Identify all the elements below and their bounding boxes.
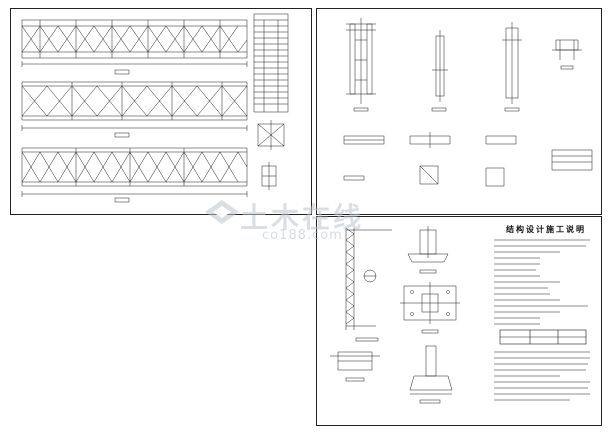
- sheet-design-notes: [316, 216, 602, 426]
- small-section-details: [343, 132, 593, 187]
- pedestal-detail: [409, 345, 453, 404]
- truss-elevation-3: [21, 147, 248, 203]
- anchor-bolt-detail: [552, 39, 582, 70]
- stiffener-detail: [431, 30, 448, 112]
- watermark-url: co188.com: [262, 228, 343, 243]
- truss-elevation-1: [21, 19, 248, 75]
- sheet-truss-elevations: [10, 8, 312, 215]
- wall-section-detail: [345, 227, 392, 342]
- truss-section-detail: [257, 120, 285, 190]
- design-notes-text-lines: [494, 239, 590, 401]
- member-schedule-table: [253, 13, 289, 113]
- base-plate-plan: [400, 282, 460, 334]
- column-base-detail: [346, 18, 376, 112]
- sheet-column-details: [316, 8, 602, 215]
- design-notes-title: 结构设计施工说明: [506, 225, 586, 234]
- beam-section-detail: [330, 351, 380, 382]
- watermark-logo-text: 土木在线: [240, 201, 365, 234]
- footing-detail-1: [407, 226, 449, 274]
- plate-elevation: [502, 22, 522, 112]
- truss-elevation-2: [21, 81, 248, 138]
